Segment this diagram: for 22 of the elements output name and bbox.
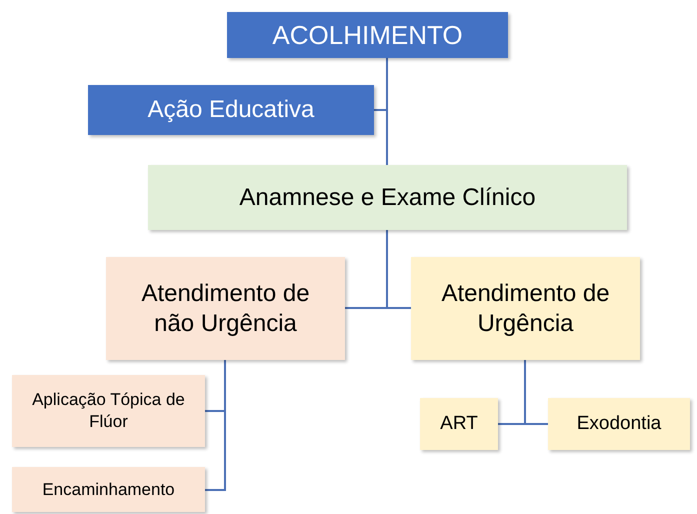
node-label: Atendimento de Urgência (440, 278, 611, 338)
process-box (420, 398, 498, 450)
node-label: Exodontia (576, 412, 662, 436)
node-label: ACOLHIMENTO (272, 18, 463, 52)
node-label: Ação Educativa (148, 95, 314, 125)
process-box (88, 85, 374, 135)
process-box (12, 375, 205, 447)
process-box (227, 12, 508, 58)
connector-line (386, 58, 388, 165)
connector-line (386, 230, 411, 309)
node-label: Aplicação Tópica de Flúor (31, 388, 186, 433)
process-box (106, 257, 345, 360)
process-box (148, 165, 627, 230)
node-label: Atendimento de não Urgência (140, 278, 311, 338)
node-label: ART (440, 412, 478, 436)
connector-line (524, 360, 548, 425)
process-box (548, 398, 690, 450)
process-box (12, 467, 205, 512)
node-label: Anamnese e Exame Clínico (239, 182, 536, 212)
process-box (411, 257, 640, 360)
node-label: Encaminhamento (42, 478, 175, 501)
connector-line (205, 360, 226, 491)
